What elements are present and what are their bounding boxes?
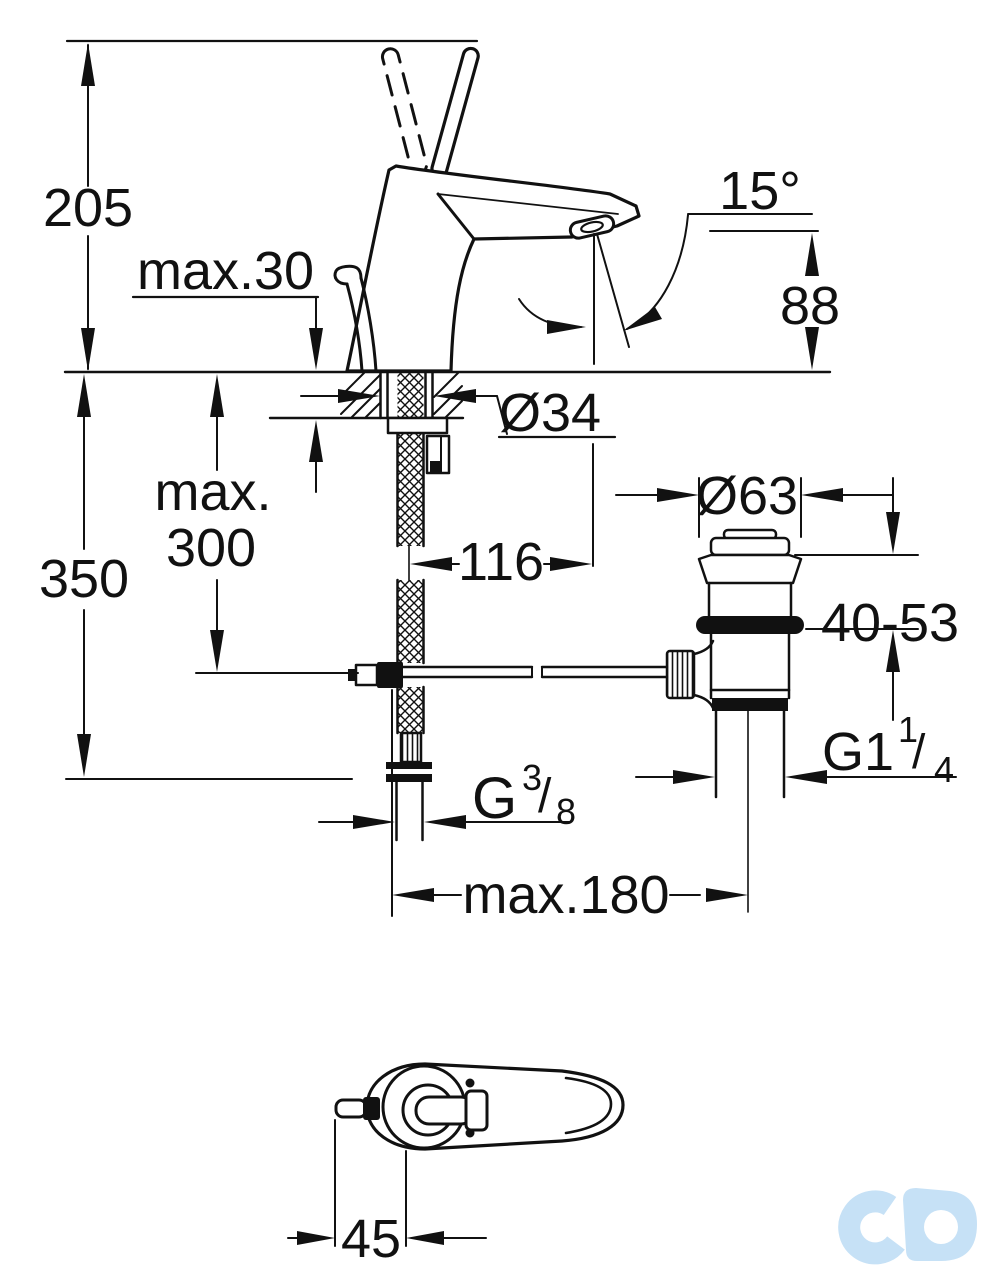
dim-label-g1-sub: 4 (934, 749, 954, 790)
dim-label-88: 88 (780, 276, 840, 336)
braided-hose-upper (397, 373, 424, 546)
logo-c-shape (838, 1190, 905, 1265)
braided-hose-lower (397, 687, 424, 733)
dim-label-max: max. (154, 462, 271, 522)
dim-label-300: 300 (166, 518, 256, 578)
dim-label-g38-slash: / (538, 770, 552, 823)
dim-label-40-53: 40-53 (821, 593, 959, 653)
dim-label-45: 45 (341, 1209, 401, 1269)
spout-crease (436, 192, 476, 241)
screw-dot-bottom (465, 1128, 475, 1138)
lever-handle-raised (430, 46, 480, 178)
lever-handle-dashed (380, 47, 428, 175)
dim-label-116: 116 (458, 532, 544, 592)
waste-plug-cap (709, 536, 791, 557)
pull-rod-handle (333, 264, 378, 373)
logo-d-shape (903, 1188, 977, 1261)
dim-hose-length: 350 (39, 374, 353, 780)
dim-outlet-height: 88 (709, 230, 840, 370)
dim-clamp-range: 40-53 (794, 477, 959, 721)
handle-outline (365, 1062, 625, 1151)
braided-hose-middle (397, 580, 424, 663)
rod-end-cap (354, 663, 379, 687)
rod-tee-fitting (377, 662, 403, 688)
dim-label-max180: max.180 (462, 865, 669, 925)
dim-label-15deg: 15° (719, 161, 801, 221)
dim-waste-flange-diameter: Ø63 (615, 466, 894, 538)
dim-supply-thread: G 3 / 8 (318, 757, 576, 832)
waste-seal-washer (696, 616, 804, 634)
waste-flange (697, 553, 803, 585)
rod-adjust-knob (665, 649, 696, 700)
dim-label-o34: Ø34 (499, 383, 601, 443)
spout-crease-thin (437, 193, 619, 215)
dim-label-g1: G1 (822, 722, 894, 782)
faucet-side-view (333, 46, 641, 373)
rod-stub-top (334, 1098, 368, 1119)
detail-aerator-angle: 15° (518, 161, 813, 365)
mounting-shank-and-hose (379, 370, 451, 842)
waste-lock-ring (712, 698, 788, 711)
mounting-flange (386, 416, 449, 435)
dim-rod-length: max. 300 (154, 374, 359, 674)
dim-label-g38-sub: 8 (556, 791, 576, 832)
dim-handle-offset: 45 (287, 1119, 487, 1269)
dim-label-350: 350 (39, 549, 129, 609)
dim-label-205: 205 (43, 178, 133, 238)
handle-top-view (334, 1062, 625, 1151)
dim-label-o63: Ø63 (696, 466, 798, 526)
screw-dot-top (465, 1078, 475, 1088)
dim-label-g38: G (472, 766, 517, 831)
dim-overall-height: 205 (43, 43, 133, 371)
faucet-body (345, 164, 641, 373)
joystick-tip-top (464, 1089, 489, 1132)
dim-label-g38-sup: 3 (522, 757, 542, 798)
dim-drain-thread: G1 1 / 4 (635, 709, 957, 790)
dim-label-g1-sup: 1 (898, 709, 918, 750)
dim-hole-diameter: Ø34 (300, 383, 617, 443)
pop-up-waste-valve (696, 528, 804, 913)
watermark-logo (838, 1188, 977, 1265)
dim-rod-reach: max.180 (391, 689, 748, 925)
dim-spout-reach: 116 (410, 443, 594, 592)
dim-deck-thickness: max.30 (131, 241, 323, 493)
dim-label-max30: max.30 (137, 241, 314, 301)
dim-label-g1-slash: / (912, 726, 926, 779)
hose-thread-section (399, 731, 423, 764)
handle-inner-line (564, 1076, 613, 1135)
